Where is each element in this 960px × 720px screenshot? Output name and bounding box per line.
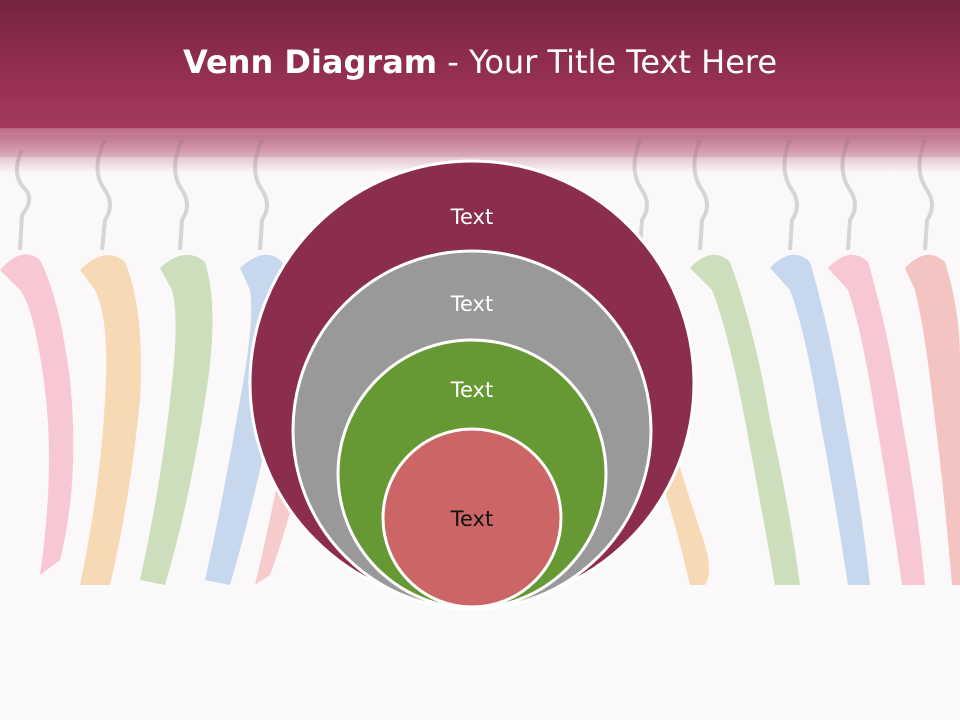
slide-title-rest: - Your Title Text Here [437, 43, 778, 81]
venn-circle-third-label: Text [450, 378, 493, 402]
venn-circle-second-label: Text [450, 292, 493, 316]
venn-circle-inner-label: Text [450, 507, 493, 531]
slide-title-bold: Venn Diagram [182, 43, 438, 81]
title-bar [0, 0, 960, 128]
venn-circle-outer-label: Text [450, 205, 493, 229]
venn-circle-inner[interactable]: Text [381, 427, 563, 609]
slide-title[interactable]: Venn Diagram - Your Title Text Here [0, 40, 960, 84]
venn-circle-inner-shape [381, 427, 563, 609]
